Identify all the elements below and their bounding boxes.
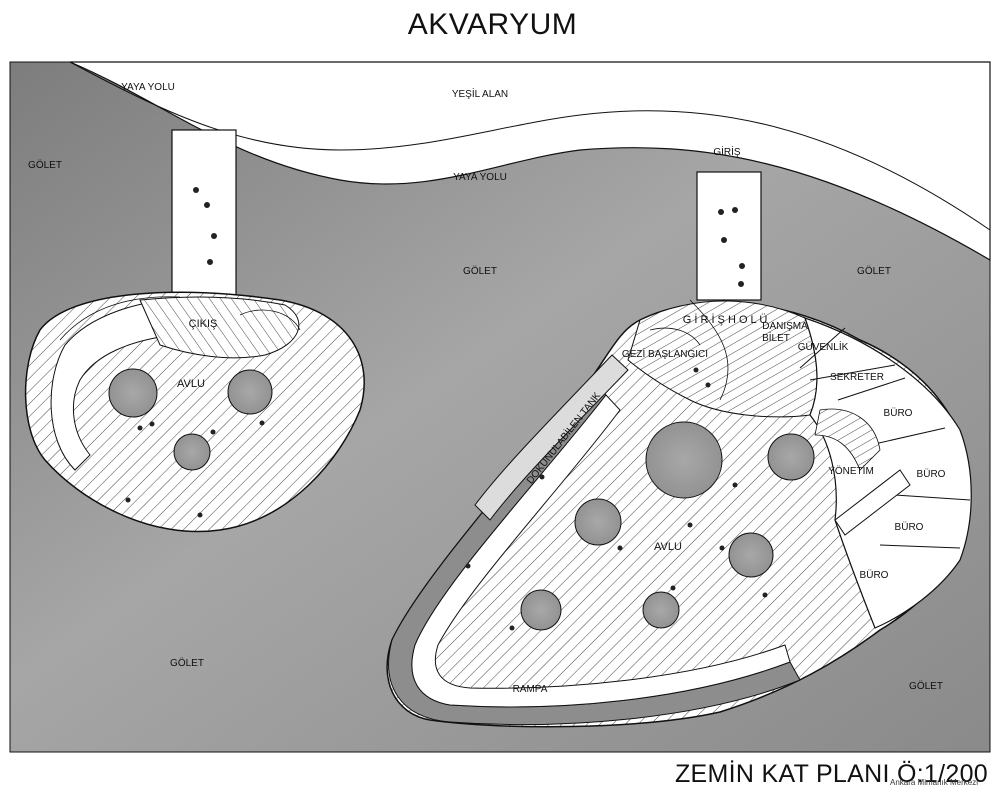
- label-buro-2: BÜRO: [917, 468, 946, 480]
- right-pool-3: [574, 498, 622, 546]
- right-pool-6: [642, 591, 680, 629]
- label-cikis: ÇIKIŞ: [189, 318, 218, 330]
- left-pool-2: [227, 369, 273, 415]
- label-rampa: RAMPA: [513, 684, 548, 695]
- stair-block: [814, 408, 881, 471]
- right-pool-4: [728, 532, 774, 578]
- label-bilet: BİLET: [762, 331, 790, 344]
- walkway-edge: [69, 61, 991, 231]
- label-giris-holu: G İ R İ Ş H O L Ü: [683, 313, 768, 326]
- management-corridor: [834, 469, 911, 536]
- label-yaya-yolu-mid: YAYA YOLU: [453, 172, 507, 183]
- label-golet-right: GÖLET: [857, 265, 891, 277]
- plan-scale-caption: ZEMİN KAT PLANI Ö:1/200: [674, 760, 988, 788]
- left-stair-ring: [50, 299, 181, 471]
- label-danisma: DANIŞMA: [762, 321, 808, 332]
- right-bridge: [696, 171, 762, 301]
- label-yesil-alan: YEŞİL ALAN: [452, 87, 508, 100]
- people-figures: [125, 187, 768, 631]
- label-golet-left: GÖLET: [28, 159, 62, 171]
- right-pool-1: [645, 421, 723, 499]
- label-avlu-left: AVLU: [177, 378, 205, 390]
- label-golet-center: GÖLET: [463, 265, 497, 277]
- touch-tank-strip: [474, 354, 629, 521]
- drawing-title: AKVARYUM: [407, 8, 578, 41]
- right-pool-5: [520, 589, 562, 631]
- label-avlu-right: AVLU: [654, 541, 682, 553]
- label-golet-bottom-left: GÖLET: [170, 657, 204, 669]
- credit-text: Ankara Mimarlık Merkezi: [889, 778, 978, 787]
- label-sekreter: SEKRETER: [830, 372, 884, 383]
- left-pool-3: [173, 433, 211, 471]
- label-buro-1: BÜRO: [884, 407, 913, 419]
- right-pool-2: [767, 433, 815, 481]
- label-yonetim: YÖNETİM: [828, 464, 874, 477]
- label-guvenlik: GÜVENLİK: [798, 340, 849, 353]
- label-gezi-baslangici: GEZİ BAŞLANGICI: [622, 347, 708, 360]
- left-bridge: [171, 129, 237, 301]
- office-wing: [804, 317, 972, 629]
- label-buro-4: BÜRO: [860, 569, 889, 581]
- exit-lobby: [139, 296, 300, 359]
- label-golet-bottom-right: GÖLET: [909, 680, 943, 692]
- label-giris: GİRİŞ: [713, 145, 741, 158]
- label-yaya-yolu-top: YAYA YOLU: [121, 82, 175, 93]
- label-buro-3: BÜRO: [895, 521, 924, 533]
- left-pool-1: [108, 368, 158, 418]
- ramp-path: [411, 394, 791, 708]
